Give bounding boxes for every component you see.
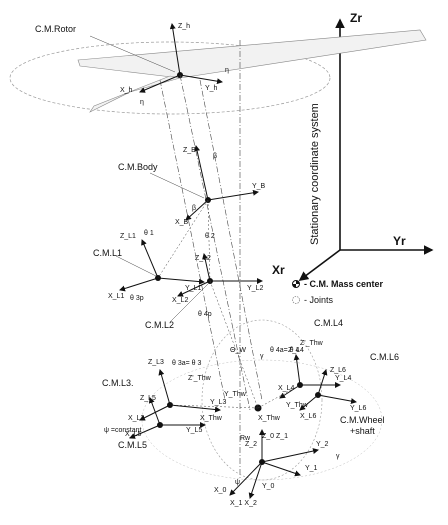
svg-text:Z_L1: Z_L1 [120,233,136,240]
stationary-frame: Zr Yr Xr Stationary coordinate system [272,11,434,281]
stationary-system-label: Stationary coordinate system [309,103,321,245]
svg-text:β: β [192,205,196,212]
svg-text:X_L4: X_L4 [278,385,294,392]
svg-text:Y_Thw: Y_Thw [224,391,247,398]
cm-l4-label: C.M.L4 [314,318,343,328]
svg-text:θ 3a= θ 3: θ 3a= θ 3 [172,360,201,367]
svg-text:X_0: X_0 [214,487,227,494]
cm-l3-label: C.M.L3. [102,378,134,388]
svg-text:X_h: X_h [120,87,133,94]
shaft-label: +shaft [350,426,375,436]
xr-label: Xr [272,263,285,277]
wheel-outline [201,319,323,481]
svg-text:η: η [225,67,229,74]
rotor-disk [9,41,331,115]
svg-text:γ: γ [260,353,264,360]
reference-lines [159,40,263,480]
cm-wheel-label: C.M.Wheel [340,415,385,425]
link-l1-l2: Z_L1 Y_L1 X_L1 θ 1 θ 3p C.M.L1 Z_L2 Y_L2… [93,199,263,330]
svg-text:ψ: ψ [235,479,240,486]
svg-text:X_B: X_B [175,219,189,226]
svg-text:Rw: Rw [240,435,251,442]
svg-text:Z_L6: Z_L6 [330,367,346,374]
wheel: Θ_W C.M.L4 C.M.L6 C.M.Wheel +shaft C.M.L… [102,318,399,481]
svg-text:Y_L5: Y_L5 [186,427,202,434]
svg-text:Z_2: Z_2 [245,441,257,448]
svg-text:Y_1: Y_1 [305,465,318,472]
svg-text:θ 2: θ 2 [205,233,215,240]
legend-mass-center: - C.M. Mass center [304,279,384,289]
svg-text:Y_L6: Y_L6 [350,405,366,412]
svg-text:X_L2: X_L2 [172,297,188,304]
svg-text:X_1 X_2: X_1 X_2 [230,500,257,507]
svg-text:Z_L5: Z_L5 [140,395,156,402]
svg-text:Z_0 Z_1: Z_0 Z_1 [262,433,288,440]
svg-text:Y_h: Y_h [205,85,218,92]
svg-text:ψ =constant: ψ =constant [104,427,142,434]
rotor: C.M.Rotor Z_h X_h Y_h η η [9,23,427,115]
cm-body-label: C.M.Body [118,162,158,172]
svg-text:θ 1: θ 1 [144,230,154,237]
svg-text:Z_L2: Z_L2 [195,255,211,262]
svg-text:η: η [140,99,144,106]
body: C.M.Body Z_B X_B Y_B β β [118,145,266,226]
link-l4-l6: Z_L4 Y_L4 X_L4 θ 4a= θ 4 Z'_Thw Z_L6 X_L… [169,280,366,422]
cm-l6-label: C.M.L6 [370,352,399,362]
svg-text:θ 4a= θ 4: θ 4a= θ 4 [270,347,299,354]
legend-joints: - Joints [304,295,334,305]
svg-text:β: β [213,153,217,160]
svg-text:θ 4p: θ 4p [198,311,212,318]
yr-label: Yr [393,234,406,248]
cm-rotor-label: C.M.Rotor [35,24,76,34]
svg-text:X_L6: X_L6 [300,413,316,420]
svg-text:Z'_Thw: Z'_Thw [188,375,212,382]
zr-label: Zr [350,11,362,25]
svg-text:Y_L4: Y_L4 [335,375,351,382]
svg-text:Z_L3: Z_L3 [148,359,164,366]
cm-l5-label: C.M.L5 [118,440,147,450]
xr-axis [298,249,341,281]
svg-text:Y_B: Y_B [252,183,266,190]
svg-text:Y_0: Y_0 [262,483,275,490]
svg-text:Y_L2: Y_L2 [247,285,263,292]
svg-text:Y_Thw: Y_Thw [286,402,309,409]
svg-text:X_Thw: X_Thw [200,415,223,422]
svg-text:θ 3p: θ 3p [130,295,144,302]
svg-text:Y_L3: Y_L3 [210,399,226,406]
legend: - C.M. Mass center - Joints [292,279,384,305]
svg-text:X_Thw: X_Thw [258,415,281,422]
svg-text:X_L3: X_L3 [128,415,144,422]
svg-text:γ: γ [336,453,340,460]
cm-l2-label: C.M.L2 [145,320,174,330]
link-l3-l5: Z_L3 Y_L3 X_L3 θ 3a= θ 3 Z'_Thw Z_L5 X_L… [104,359,247,439]
svg-text:Z'_Thw: Z'_Thw [300,340,324,347]
joint-symbol [292,296,300,304]
cm-l1-label: C.M.L1 [93,248,122,258]
svg-text:Z_B: Z_B [183,147,196,154]
svg-text:Θ_W: Θ_W [230,347,246,354]
svg-text:Z_L4: Z_L4 [288,347,304,354]
rotor-blade [77,29,427,79]
ground-frame: Rw Z_2 Z_0 Z_1 Y_2 Y_1 Y_0 X_0 X_1 X_2 γ… [214,429,340,507]
svg-text:X_L1: X_L1 [108,293,124,300]
svg-text:Z_h: Z_h [178,23,190,30]
svg-text:Y_2: Y_2 [316,441,329,448]
svg-text:X_L5: X_L5 [125,431,141,438]
